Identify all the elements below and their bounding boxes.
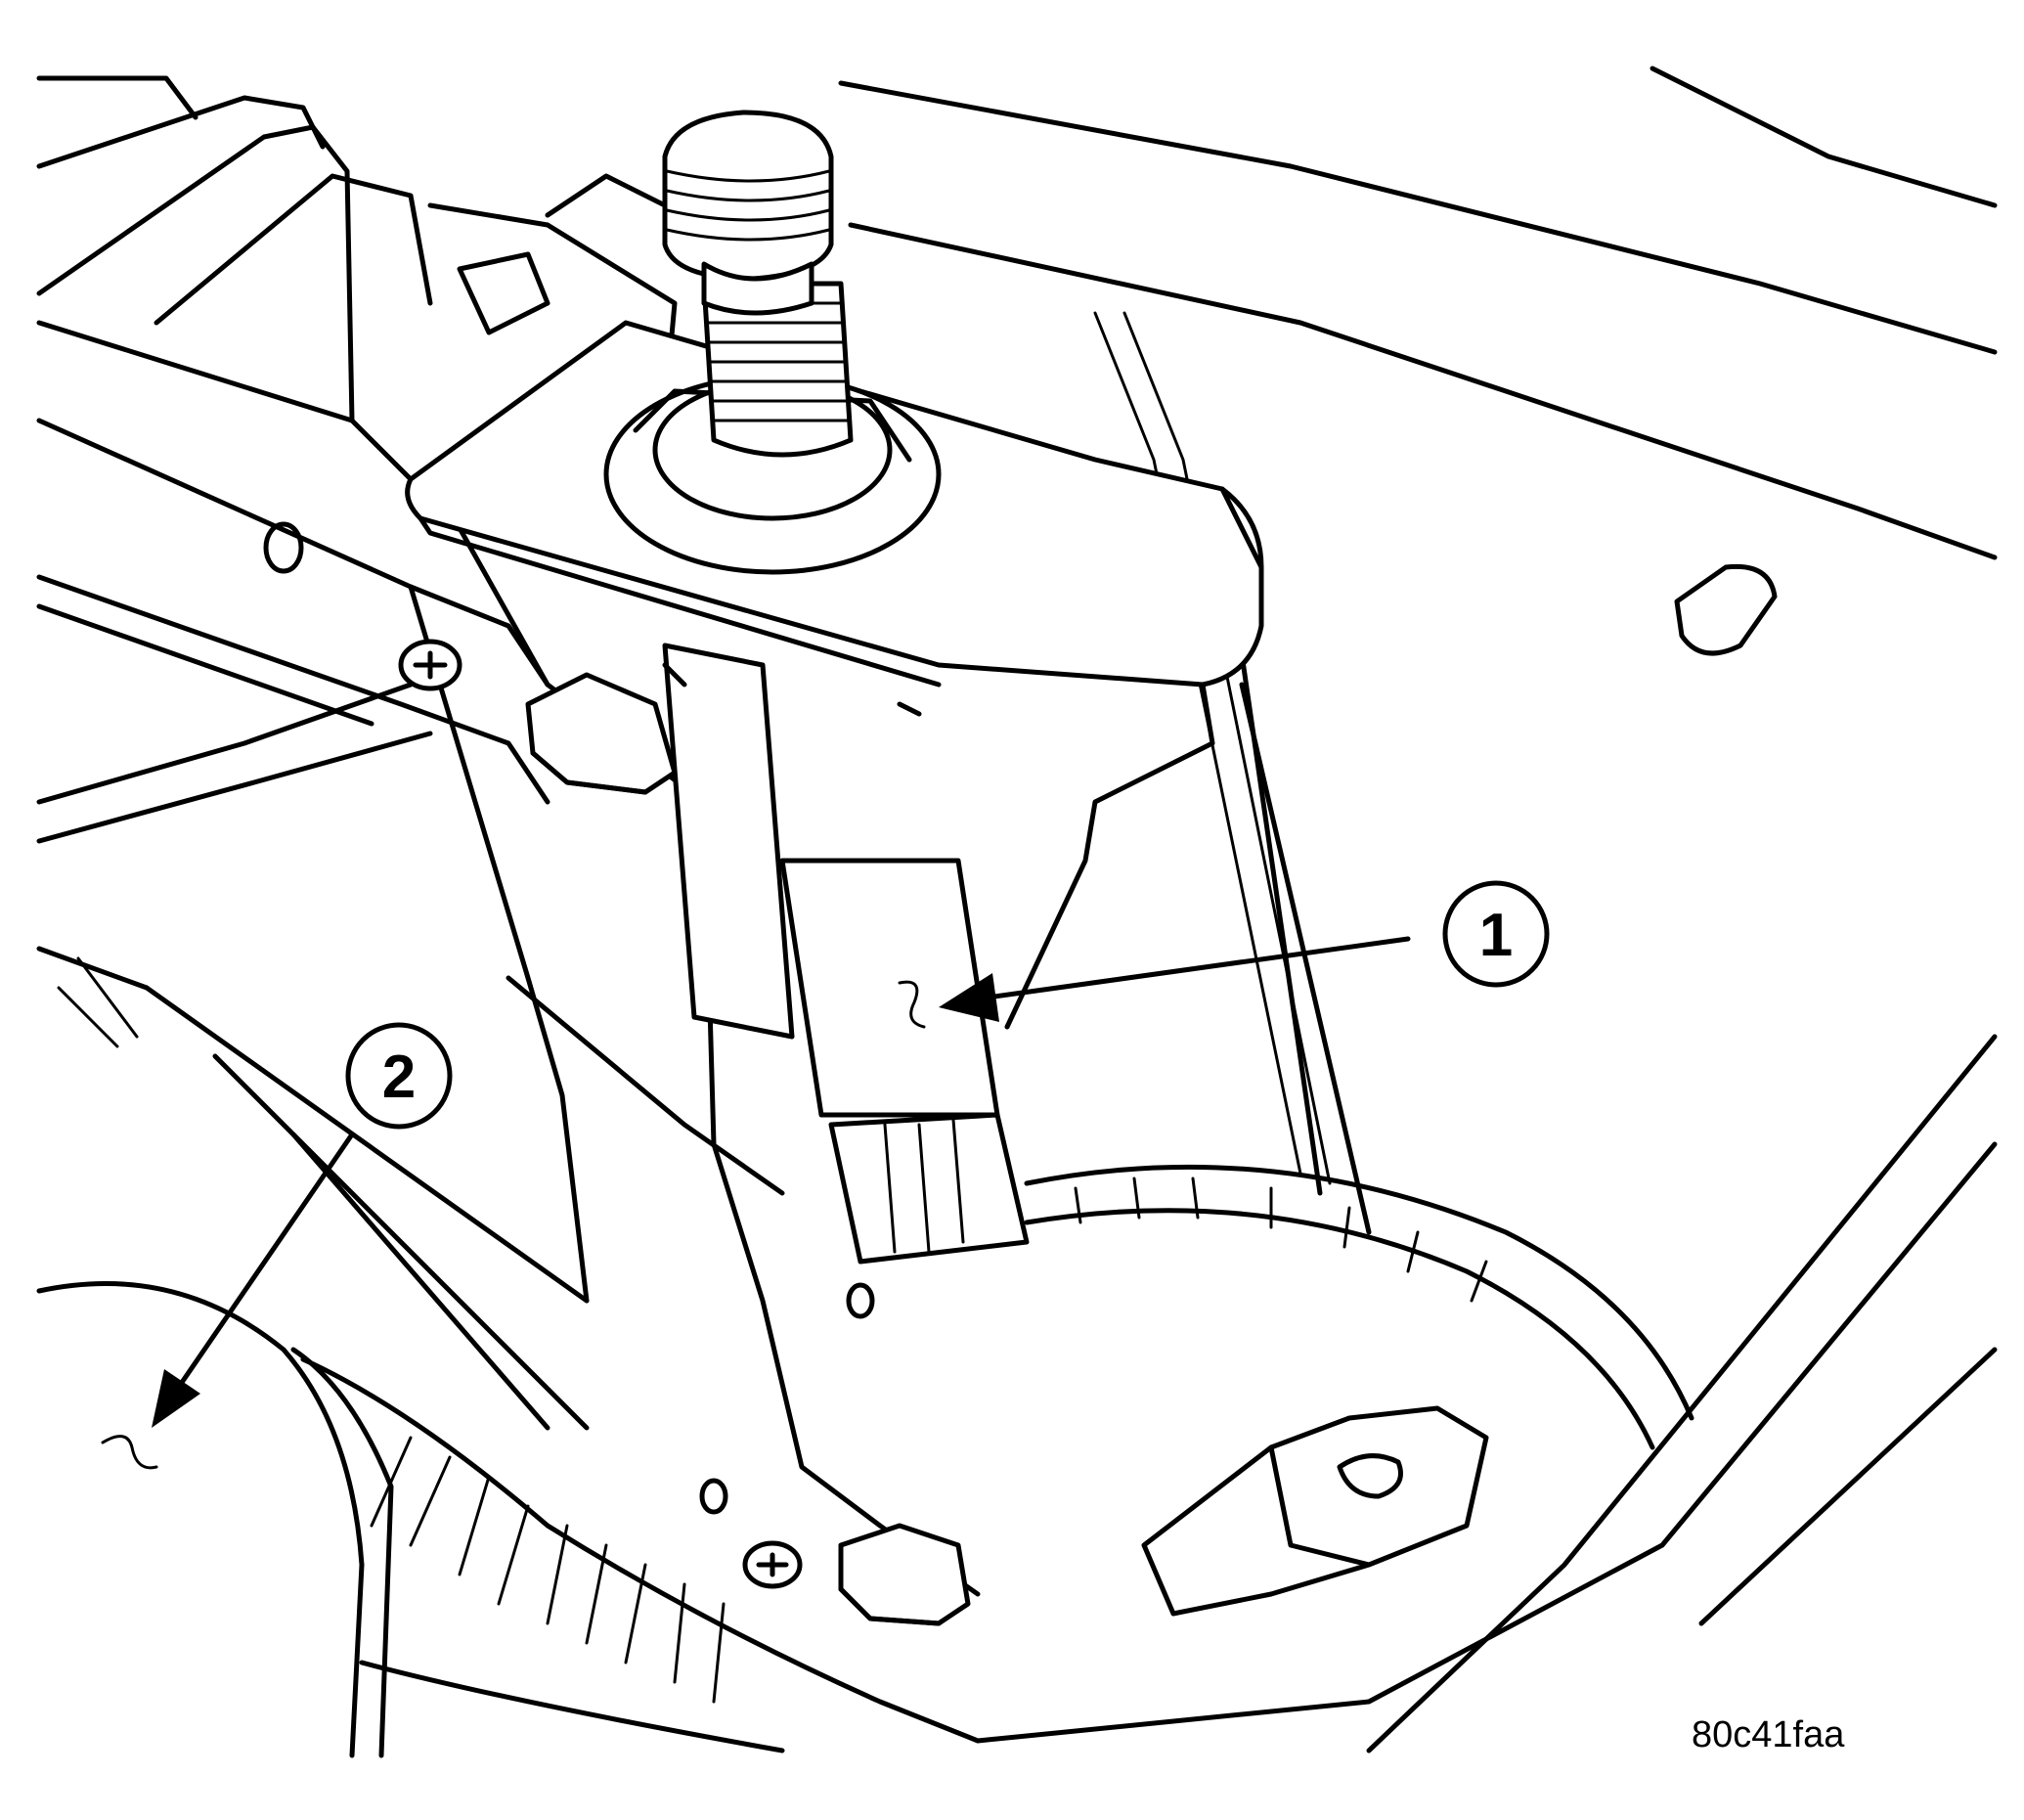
callout-circle — [1442, 880, 1550, 988]
callout-number: 2 — [382, 1043, 416, 1111]
wire-harness — [1024, 1164, 1694, 1450]
break-symbol — [101, 1435, 158, 1470]
leader-line — [178, 1132, 355, 1387]
plate-hole — [699, 1478, 728, 1515]
plate-hole — [846, 1282, 875, 1319]
locating-pin — [1674, 563, 1778, 656]
bolt-upper — [525, 672, 678, 795]
mounting-plate — [144, 418, 981, 1597]
callout-number: 1 — [1479, 902, 1513, 969]
plate-hole — [263, 521, 304, 574]
adjuster-knob — [662, 110, 834, 316]
leader-arrowhead — [152, 1369, 200, 1428]
bolt-lower — [838, 1523, 971, 1626]
lower-right-edge — [975, 1034, 1998, 1753]
threaded-stud — [701, 281, 854, 458]
figure-id: 80c41faa — [1692, 1714, 1845, 1755]
leader-line — [985, 936, 1411, 1000]
leader-arrowhead — [939, 973, 999, 1022]
screw-upper — [398, 639, 462, 691]
break-symbol — [898, 980, 926, 1029]
callout-circle — [345, 1022, 453, 1130]
upper-right-panel — [838, 66, 1998, 1235]
callout-2: 2 — [101, 1022, 453, 1470]
screw-lower — [742, 1540, 803, 1589]
lower-housing — [36, 1281, 981, 1758]
harness-connector — [1141, 1405, 1489, 1617]
callout-1: 1 — [898, 880, 1550, 1029]
sensor-body — [662, 643, 1030, 1265]
